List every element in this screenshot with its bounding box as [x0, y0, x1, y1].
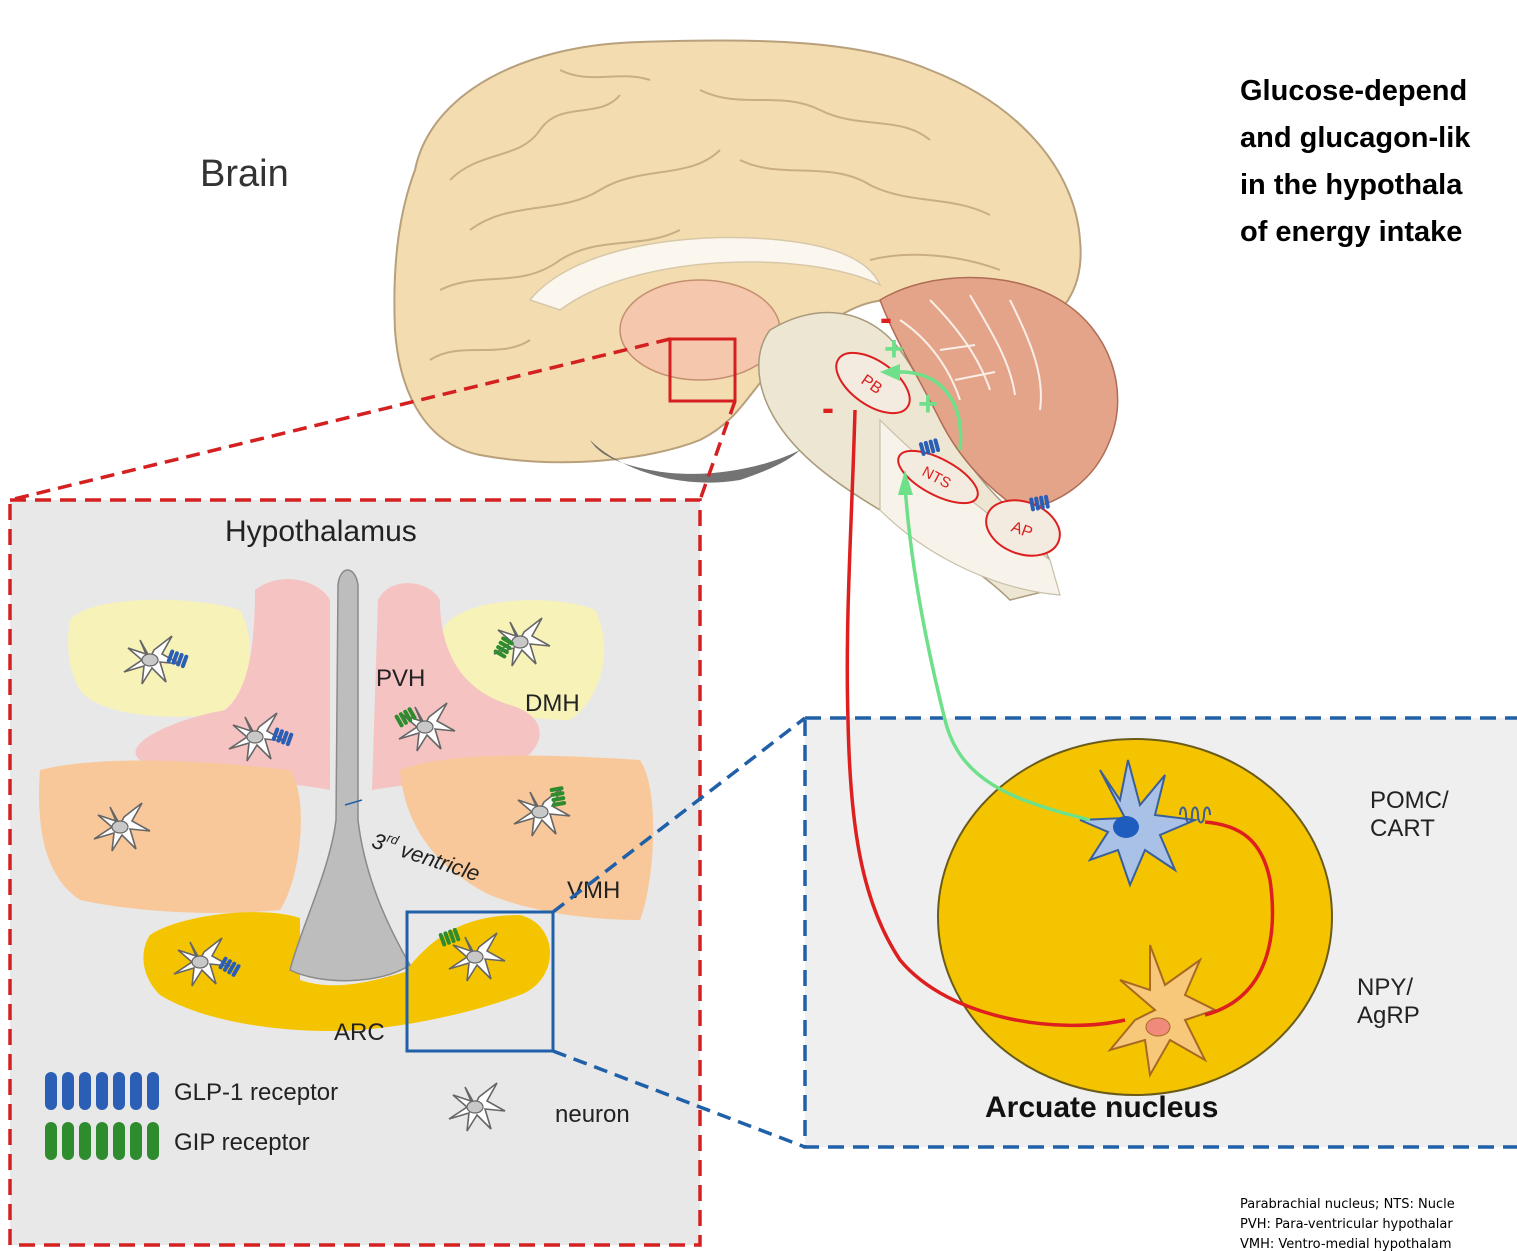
- vmh-region-left: [39, 761, 301, 913]
- pomc-label-line1: POMC/: [1370, 787, 1449, 814]
- arcuate-panel: POMC/ CART NPY/ AgRP Arcuate nucleus: [805, 718, 1517, 1147]
- npy-label-line1: NPY/: [1357, 974, 1413, 1001]
- legend-glp1-icon: [45, 1072, 159, 1110]
- thalamus: [620, 280, 780, 380]
- footnote: Parabrachial nucleus; NTS: Nucle PVH: Pa…: [1240, 1197, 1455, 1251]
- plus-sign-lower: +: [918, 385, 938, 423]
- brain-label: Brain: [200, 153, 289, 195]
- legend-gip-label: GIP receptor: [174, 1129, 310, 1156]
- dmh-label: DMH: [525, 690, 580, 717]
- arc-label: ARC: [334, 1019, 385, 1046]
- arcuate-title: Arcuate nucleus: [985, 1091, 1218, 1124]
- title-line-2: and glucagon-lik: [1240, 122, 1471, 154]
- title-line-4: of energy intake: [1240, 216, 1462, 248]
- npy-label-line2: AgRP: [1357, 1002, 1420, 1029]
- footnote-line-3: VMH: Ventro-medial hypothalam: [1240, 1237, 1451, 1251]
- legend-gip-icon: [45, 1122, 159, 1160]
- figure-title: Glucose-depend and glucagon-lik in the h…: [1240, 75, 1471, 248]
- footnote-line-1: Parabrachial nucleus; NTS: Nucle: [1240, 1197, 1455, 1212]
- title-line-1: Glucose-depend: [1240, 75, 1467, 107]
- footnote-line-2: PVH: Para-ventricular hypothalar: [1240, 1217, 1453, 1232]
- legend-neuron-label: neuron: [555, 1101, 630, 1128]
- pvh-label: PVH: [376, 665, 425, 692]
- title-line-3: in the hypothala: [1240, 169, 1463, 201]
- hypothalamus-title: Hypothalamus: [225, 515, 417, 548]
- minus-sign-pb: -: [822, 387, 834, 428]
- legend-glp1-label: GLP-1 receptor: [174, 1079, 338, 1106]
- pomc-label-line2: CART: [1370, 815, 1435, 842]
- plus-sign-top: +: [884, 330, 904, 368]
- hypothalamus-panel: Hypothalamus PVH DMH VMH ARC 3 rd ventri…: [10, 500, 700, 1245]
